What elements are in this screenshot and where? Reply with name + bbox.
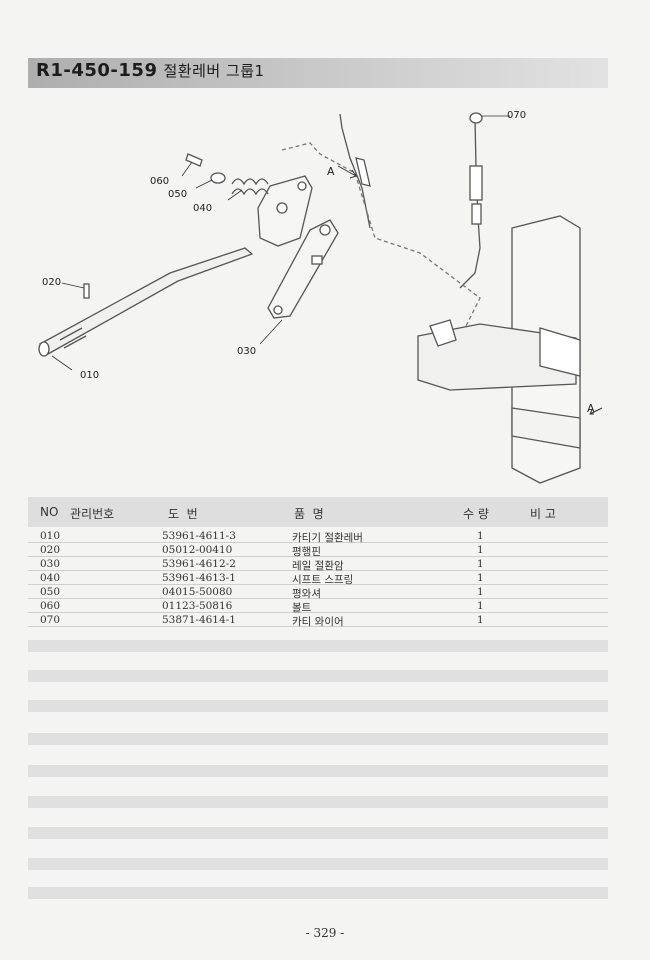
callout-060: 060: [150, 176, 170, 187]
row-part-name: 카티기 절환레버: [292, 532, 363, 544]
row-divider: [28, 570, 608, 571]
callout-020: 020: [42, 277, 62, 288]
row-divider: [28, 598, 608, 599]
col-remark: 비 고: [530, 507, 556, 521]
row-part-name: 카티 와이어: [292, 616, 344, 628]
col-mgmt-number: 관리번호: [70, 507, 115, 521]
row-no: 030: [40, 558, 61, 570]
row-quantity: 1: [477, 572, 484, 584]
empty-row-stripe: [28, 640, 608, 652]
callout-040: 040: [193, 203, 213, 214]
row-part-number: 04015-50080: [162, 586, 233, 598]
callout-010: 010: [80, 370, 100, 381]
row-quantity: 1: [477, 586, 484, 598]
row-no: 020: [40, 544, 61, 556]
callout-070: 070: [507, 110, 527, 121]
callout-030: 030: [237, 346, 257, 357]
row-part-number: 53871-4614-1: [162, 614, 236, 626]
row-no: 010: [40, 530, 61, 542]
row-no: 050: [40, 586, 61, 598]
row-divider: [28, 612, 608, 613]
row-quantity: 1: [477, 530, 484, 542]
row-divider: [28, 542, 608, 543]
empty-row-stripe: [28, 733, 608, 745]
empty-row-stripe: [28, 827, 608, 839]
row-divider: [28, 626, 608, 627]
row-part-name: 레일 절환암: [292, 560, 344, 572]
row-quantity: 1: [477, 600, 484, 612]
row-divider: [28, 584, 608, 585]
page-number: - 329 -: [305, 926, 345, 940]
group-code: R1-450-159: [36, 60, 158, 81]
row-part-number: 53961-4612-2: [162, 558, 236, 570]
view-marker-a-lower: A: [587, 402, 595, 415]
col-drawing-number: 도 번: [168, 507, 198, 521]
page-title: R1-450-159 절환레버 그룹1: [36, 60, 265, 81]
empty-row-stripe: [28, 796, 608, 808]
empty-row-stripe: [28, 670, 608, 682]
empty-row-stripe: [28, 700, 608, 712]
empty-row-stripe: [28, 858, 608, 870]
col-quantity: 수 량: [463, 507, 489, 521]
parts-diagram: [38, 112, 603, 484]
callout-050: 050: [168, 189, 188, 200]
title-band: [28, 58, 608, 88]
row-no: 060: [40, 600, 61, 612]
row-part-name: 평행핀: [292, 546, 321, 558]
empty-row-stripe: [28, 887, 608, 899]
group-title: 절환레버 그룹1: [163, 62, 265, 80]
col-no: NO: [40, 505, 59, 519]
row-divider: [28, 556, 608, 557]
row-part-number: 05012-00410: [162, 544, 233, 556]
row-part-number: 01123-50816: [162, 600, 233, 612]
col-part-name: 품 명: [294, 507, 324, 521]
row-part-number: 53961-4613-1: [162, 572, 236, 584]
row-quantity: 1: [477, 614, 484, 626]
row-no: 070: [40, 614, 61, 626]
row-part-name: 볼트: [292, 602, 312, 614]
row-no: 040: [40, 572, 61, 584]
row-part-name: 시프트 스프링: [292, 574, 354, 586]
row-quantity: 1: [477, 544, 484, 556]
row-part-name: 평와셔: [292, 588, 321, 600]
row-part-number: 53961-4611-3: [162, 530, 236, 542]
view-marker-a-upper: A: [327, 165, 335, 178]
empty-row-stripe: [28, 765, 608, 777]
table-header: [28, 497, 608, 527]
row-quantity: 1: [477, 558, 484, 570]
